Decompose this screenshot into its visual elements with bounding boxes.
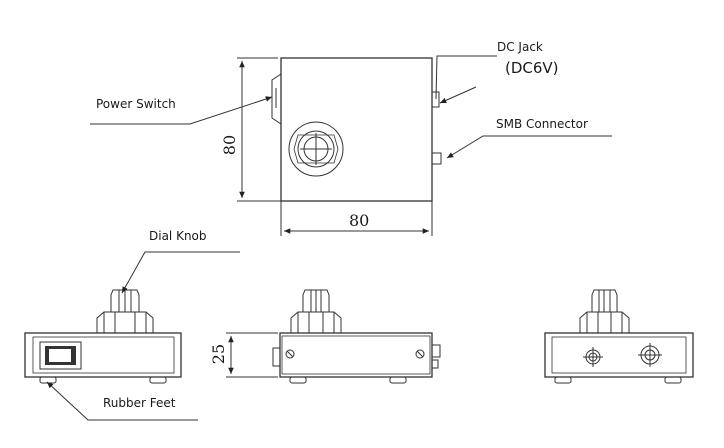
- power-switch-leader: [90, 96, 273, 125]
- back-view: [544, 289, 694, 384]
- dc-jack-back: [583, 347, 603, 367]
- top-width-dimension: 80: [349, 211, 370, 230]
- smb-connector-label: SMB Connector: [496, 117, 588, 131]
- rubber-feet-leader: [46, 381, 198, 421]
- dial-knob-label: Dial Knob: [149, 229, 207, 243]
- rubber-feet-label: Rubber Feet: [103, 396, 176, 410]
- dial-knob-side: [290, 289, 342, 333]
- dial-knob-leader: [121, 251, 240, 294]
- smb-connector-shape: [431, 152, 442, 165]
- top-view-body: [280, 57, 433, 202]
- dial-knob-back: [579, 289, 630, 333]
- smb-leader: [446, 135, 612, 159]
- dc-voltage-label: (DC6V): [505, 59, 559, 77]
- dc-jack-label: DC Jack: [497, 40, 543, 54]
- power-switch-shape: [271, 73, 282, 125]
- smb-connector-back: [638, 343, 662, 367]
- dial-knob-front: [96, 289, 154, 333]
- side-height-dimension: 25: [209, 343, 228, 365]
- top-height-dimension: 80: [220, 134, 239, 156]
- dc-jack-shape: [431, 91, 440, 108]
- front-view: [24, 289, 182, 384]
- side-view: [226, 289, 441, 384]
- dc-jack-leader: [435, 55, 497, 100]
- power-switch-label: Power Switch: [96, 97, 176, 111]
- top-view: [237, 57, 442, 236]
- dial-knob-top: [288, 121, 344, 177]
